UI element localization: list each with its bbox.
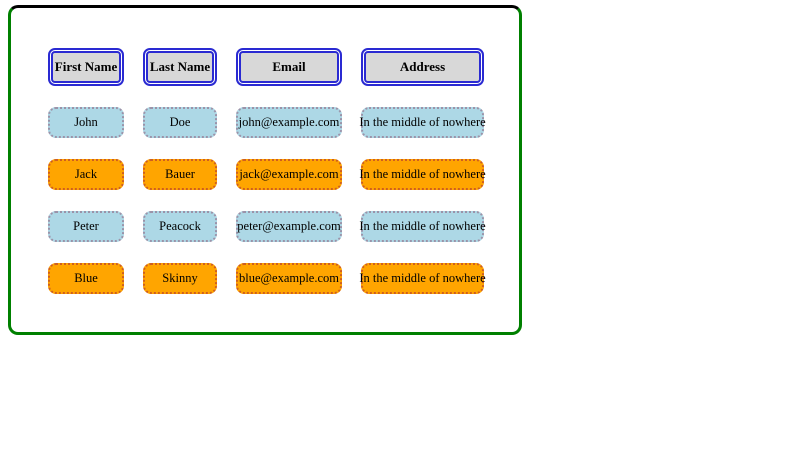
cell-email: blue@example.com [236, 263, 342, 294]
header-address: Address [361, 48, 484, 86]
cell-address: In the middle of nowhere [359, 263, 486, 294]
cell-email: john@example.com [236, 107, 342, 138]
contacts-table: First Name Last Name Email Address John … [48, 48, 519, 294]
cell-last-name: Doe [143, 107, 217, 138]
cell-first-name: Blue [48, 263, 124, 294]
cell-first-name: Peter [48, 211, 124, 242]
cell-email: peter@example.com [236, 211, 342, 242]
header-email: Email [236, 48, 342, 86]
cell-last-name: Peacock [143, 211, 217, 242]
cell-address: In the middle of nowhere [359, 211, 486, 242]
cell-email: jack@example.com [236, 159, 342, 190]
cell-last-name: Skinny [143, 263, 217, 294]
cell-address: In the middle of nowhere [359, 107, 486, 138]
cell-first-name: John [48, 107, 124, 138]
cell-address: In the middle of nowhere [359, 159, 486, 190]
cell-last-name: Bauer [143, 159, 217, 190]
bordered-panel: First Name Last Name Email Address John … [8, 5, 522, 335]
header-first-name: First Name [48, 48, 124, 86]
header-last-name: Last Name [143, 48, 217, 86]
cell-first-name: Jack [48, 159, 124, 190]
